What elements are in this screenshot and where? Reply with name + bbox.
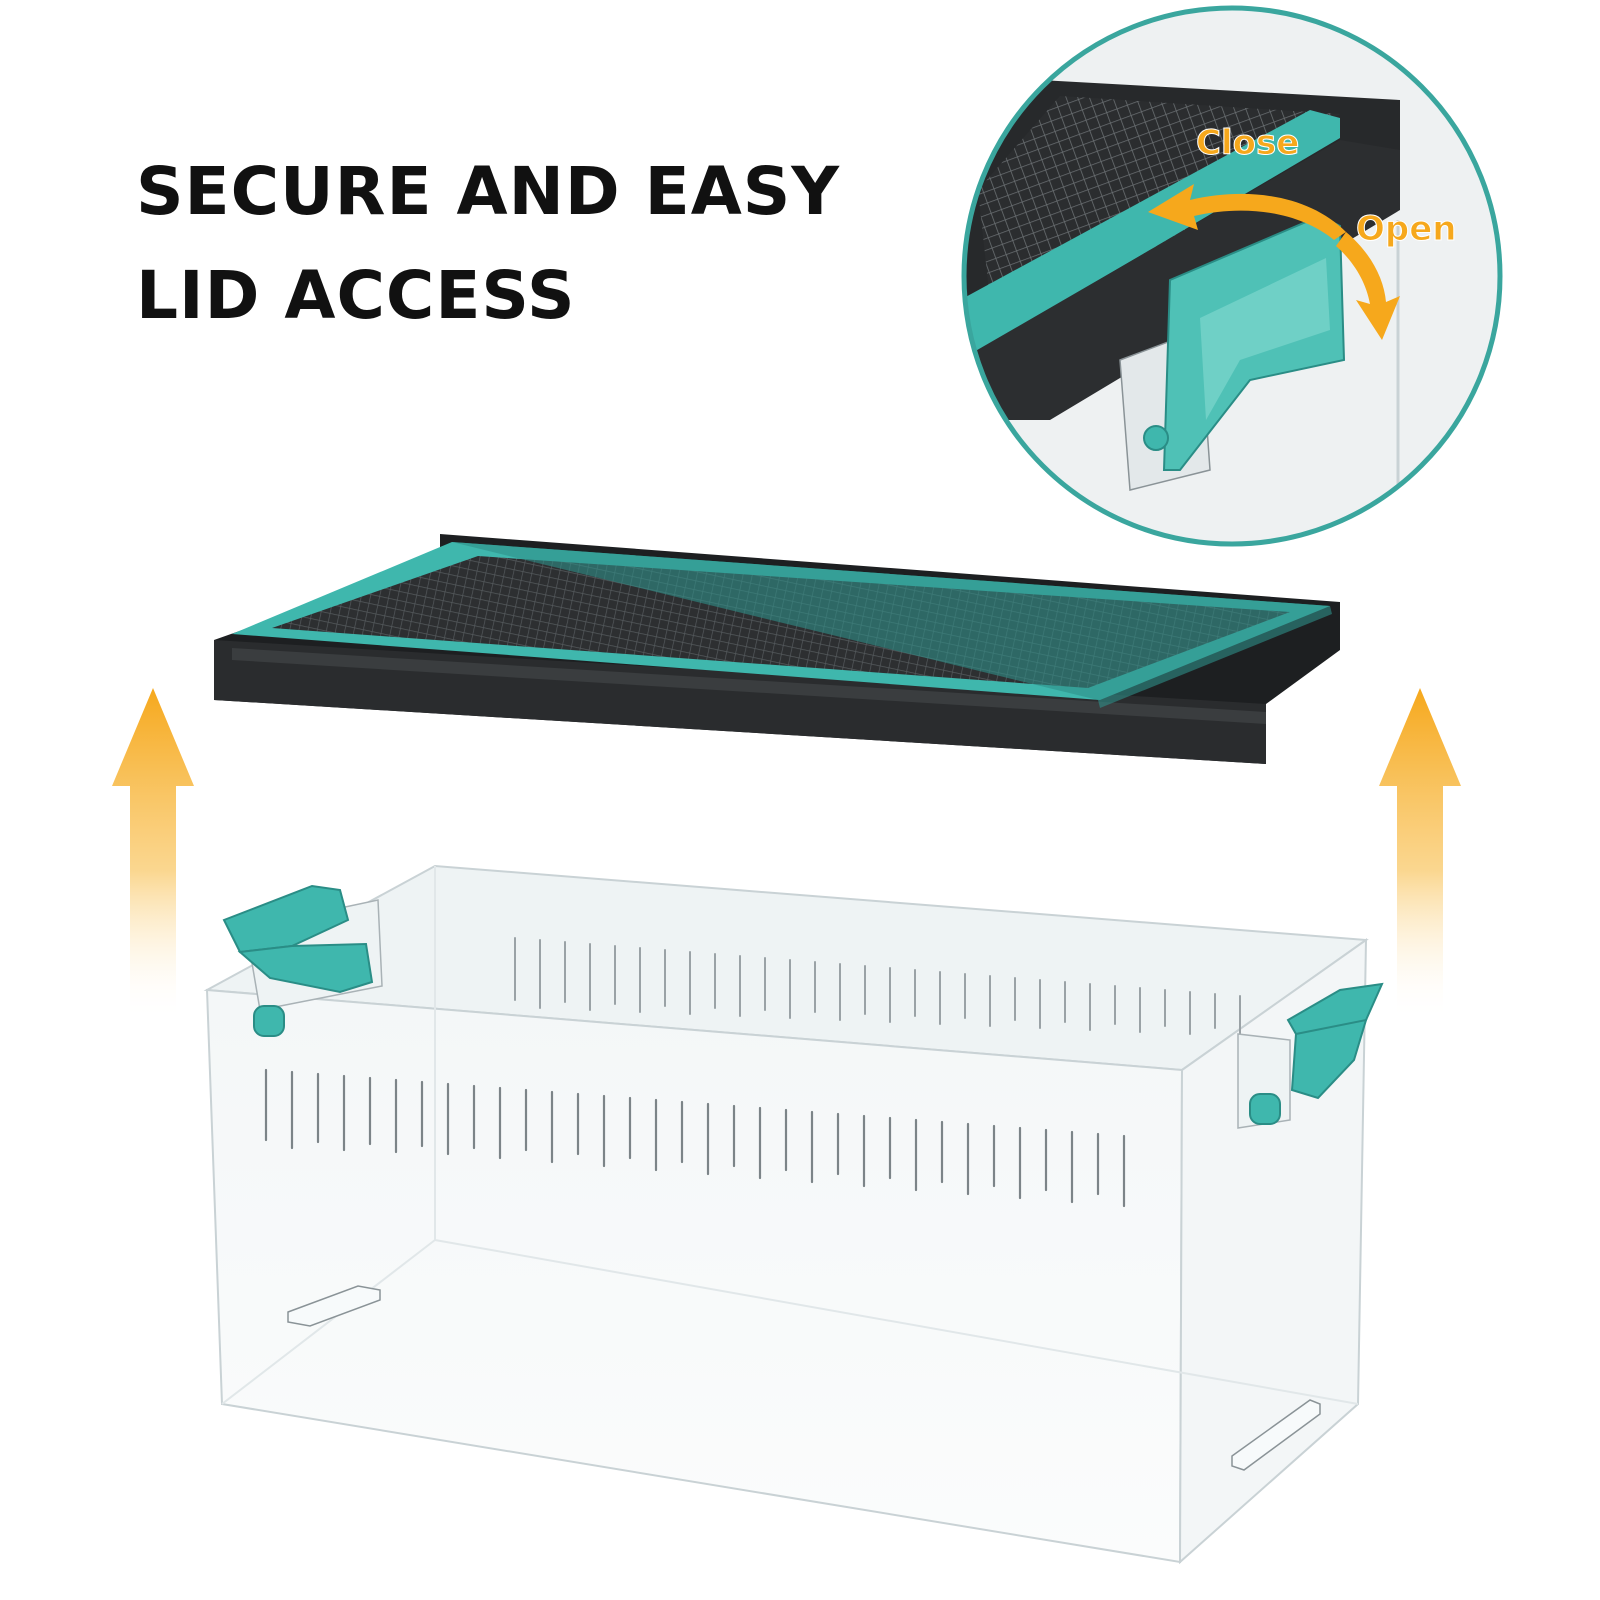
headline-line-1: SECURE AND EASY <box>136 153 841 230</box>
bottom-hinge-left <box>287 1285 381 1327</box>
glass-tank <box>203 864 1369 1565</box>
open-label: Open <box>1356 209 1457 249</box>
lift-arrow-icon-right <box>1379 688 1461 1020</box>
mesh-lid <box>214 534 1340 764</box>
latch-right <box>1237 982 1384 1129</box>
front-vent-slots <box>264 1068 1126 1208</box>
latch-left <box>222 884 383 1037</box>
latch-closeup-callout: Close Open <box>961 5 1503 547</box>
close-label: Close <box>1196 123 1299 163</box>
headline-line-2: LID ACCESS <box>136 257 576 334</box>
bottom-hinge-right <box>1231 1399 1321 1471</box>
rotate-arrow-icon <box>1148 184 1400 340</box>
back-vent-slots <box>514 937 1241 1037</box>
headline: SECURE AND EASY LID ACCESS <box>136 140 840 348</box>
lift-arrow-icon-left <box>112 688 194 1020</box>
